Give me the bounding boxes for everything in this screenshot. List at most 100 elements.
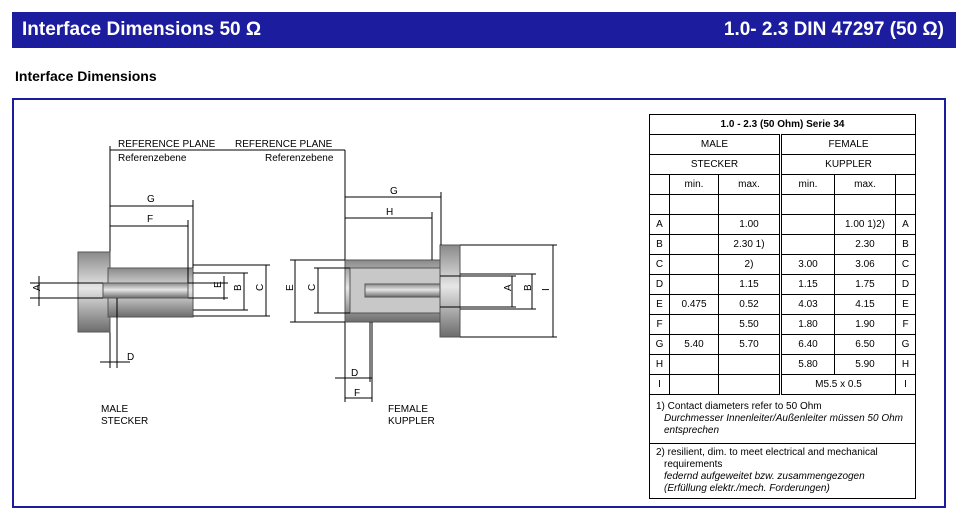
ref-plane-label-1-de: Referenzebene xyxy=(118,153,187,164)
cell-fmax: 1.00 1)2) xyxy=(834,214,896,235)
male-pin xyxy=(102,282,189,299)
cell-k: B xyxy=(895,234,916,255)
ref-plane-label-1: REFERENCE PLANE xyxy=(118,139,216,150)
male-max-header: max. xyxy=(718,174,781,195)
cell-mmax: 1.15 xyxy=(718,274,781,295)
cell-k: G xyxy=(649,334,670,355)
male-dim-g: G xyxy=(147,194,155,205)
male-dim-c: C xyxy=(255,284,266,291)
female-dim-d: D xyxy=(351,368,358,379)
cell-fmax: 6.50 xyxy=(834,334,896,355)
female-header: FEMALE xyxy=(779,134,916,155)
cell-mmax: 5.70 xyxy=(718,334,781,355)
female-dim-i: I xyxy=(541,288,552,291)
cell-k: D xyxy=(649,274,670,295)
male-min-header: min. xyxy=(669,174,719,195)
cell-k: E xyxy=(649,294,670,315)
female-dim-c: C xyxy=(307,284,318,291)
footnote-2: 2) resilient, dim. to meet electrical an… xyxy=(649,443,916,499)
male-label-de: STECKER xyxy=(101,416,148,427)
cell-mmax xyxy=(718,354,781,375)
female-i-value: M5.5 x 0.5 xyxy=(779,374,896,395)
cell-fmax: 4.15 xyxy=(834,294,896,315)
cell-k: E xyxy=(895,294,916,315)
female-dim-a: A xyxy=(503,284,514,291)
cell-mmax: 2.30 1) xyxy=(718,234,781,255)
male-dim-e: E xyxy=(213,281,224,288)
male-header: MALE xyxy=(649,134,781,155)
female-label-de: KUPPLER xyxy=(388,416,435,427)
female-dim-g: G xyxy=(390,186,398,197)
cell-mmax: 2) xyxy=(718,254,781,275)
male-dim-a: A xyxy=(32,284,43,291)
cell-k: G xyxy=(895,334,916,355)
cell-fmin: 1.15 xyxy=(779,274,835,295)
cell-fmin: 6.40 xyxy=(779,334,835,355)
footnote-1: 1) Contact diameters refer to 50 Ohm Dur… xyxy=(649,394,916,444)
male-label: MALE xyxy=(101,404,129,415)
header-title: Interface Dimensions 50 Ω xyxy=(22,19,262,40)
cell-fmin: 3.00 xyxy=(779,254,835,275)
header-bar: Interface Dimensions 50 Ω 1.0- 2.3 DIN 4… xyxy=(12,12,956,48)
female-dim-b: B xyxy=(523,284,534,291)
male-dim-f: F xyxy=(147,214,153,225)
cell-fmin: 1.80 xyxy=(779,314,835,335)
cell-fmax: 2.30 xyxy=(834,234,896,255)
cell-k: H xyxy=(649,354,670,375)
cell-mmax: 5.50 xyxy=(718,314,781,335)
cell-fmin: 5.80 xyxy=(779,354,835,375)
cell-mmin xyxy=(669,354,719,375)
female-contact xyxy=(364,283,441,298)
cell-k: B xyxy=(649,234,670,255)
header-connector: 1.0- 2.3 DIN 47297 (50 Ω) xyxy=(723,19,944,40)
table-title: 1.0 - 2.3 (50 Ohm) Serie 34 xyxy=(649,114,916,135)
cell-k: F xyxy=(649,314,670,335)
cell-mmin: 0.475 xyxy=(669,294,719,315)
female-dim-e: E xyxy=(285,284,296,291)
male-header-de: STECKER xyxy=(649,154,781,175)
cell-mmin xyxy=(669,254,719,275)
cell-fmin: 4.03 xyxy=(779,294,835,315)
female-header-de: KUPPLER xyxy=(779,154,916,175)
cell-mmin: 5.40 xyxy=(669,334,719,355)
cell-mmax: 0.52 xyxy=(718,294,781,315)
female-min-header: min. xyxy=(779,174,835,195)
cell-fmin xyxy=(779,214,835,235)
cell-fmax: 1.75 xyxy=(834,274,896,295)
cell-fmax: 3.06 xyxy=(834,254,896,275)
male-dim-d: D xyxy=(127,352,134,363)
cell-fmax: 1.90 xyxy=(834,314,896,335)
cell-mmin xyxy=(669,214,719,235)
content-frame xyxy=(12,98,946,508)
cell-fmax: 5.90 xyxy=(834,354,896,375)
female-thread xyxy=(439,244,461,338)
cell-k: C xyxy=(649,254,670,275)
cell-mmax: 1.00 xyxy=(718,214,781,235)
female-max-header: max. xyxy=(834,174,896,195)
female-dim-h: H xyxy=(386,207,393,218)
cell-k: D xyxy=(895,274,916,295)
cell-mmin xyxy=(669,234,719,255)
cell-k: H xyxy=(895,354,916,375)
ref-plane-label-2-de: Referenzebene xyxy=(265,153,334,164)
cell-k: C xyxy=(895,254,916,275)
female-label: FEMALE xyxy=(388,404,428,415)
cell-k: A xyxy=(895,214,916,235)
section-title: Interface Dimensions xyxy=(15,68,157,84)
cell-fmin xyxy=(779,234,835,255)
cell-k: F xyxy=(895,314,916,335)
cell-mmin xyxy=(669,274,719,295)
cell-k: A xyxy=(649,214,670,235)
male-dim-b: B xyxy=(233,284,244,291)
